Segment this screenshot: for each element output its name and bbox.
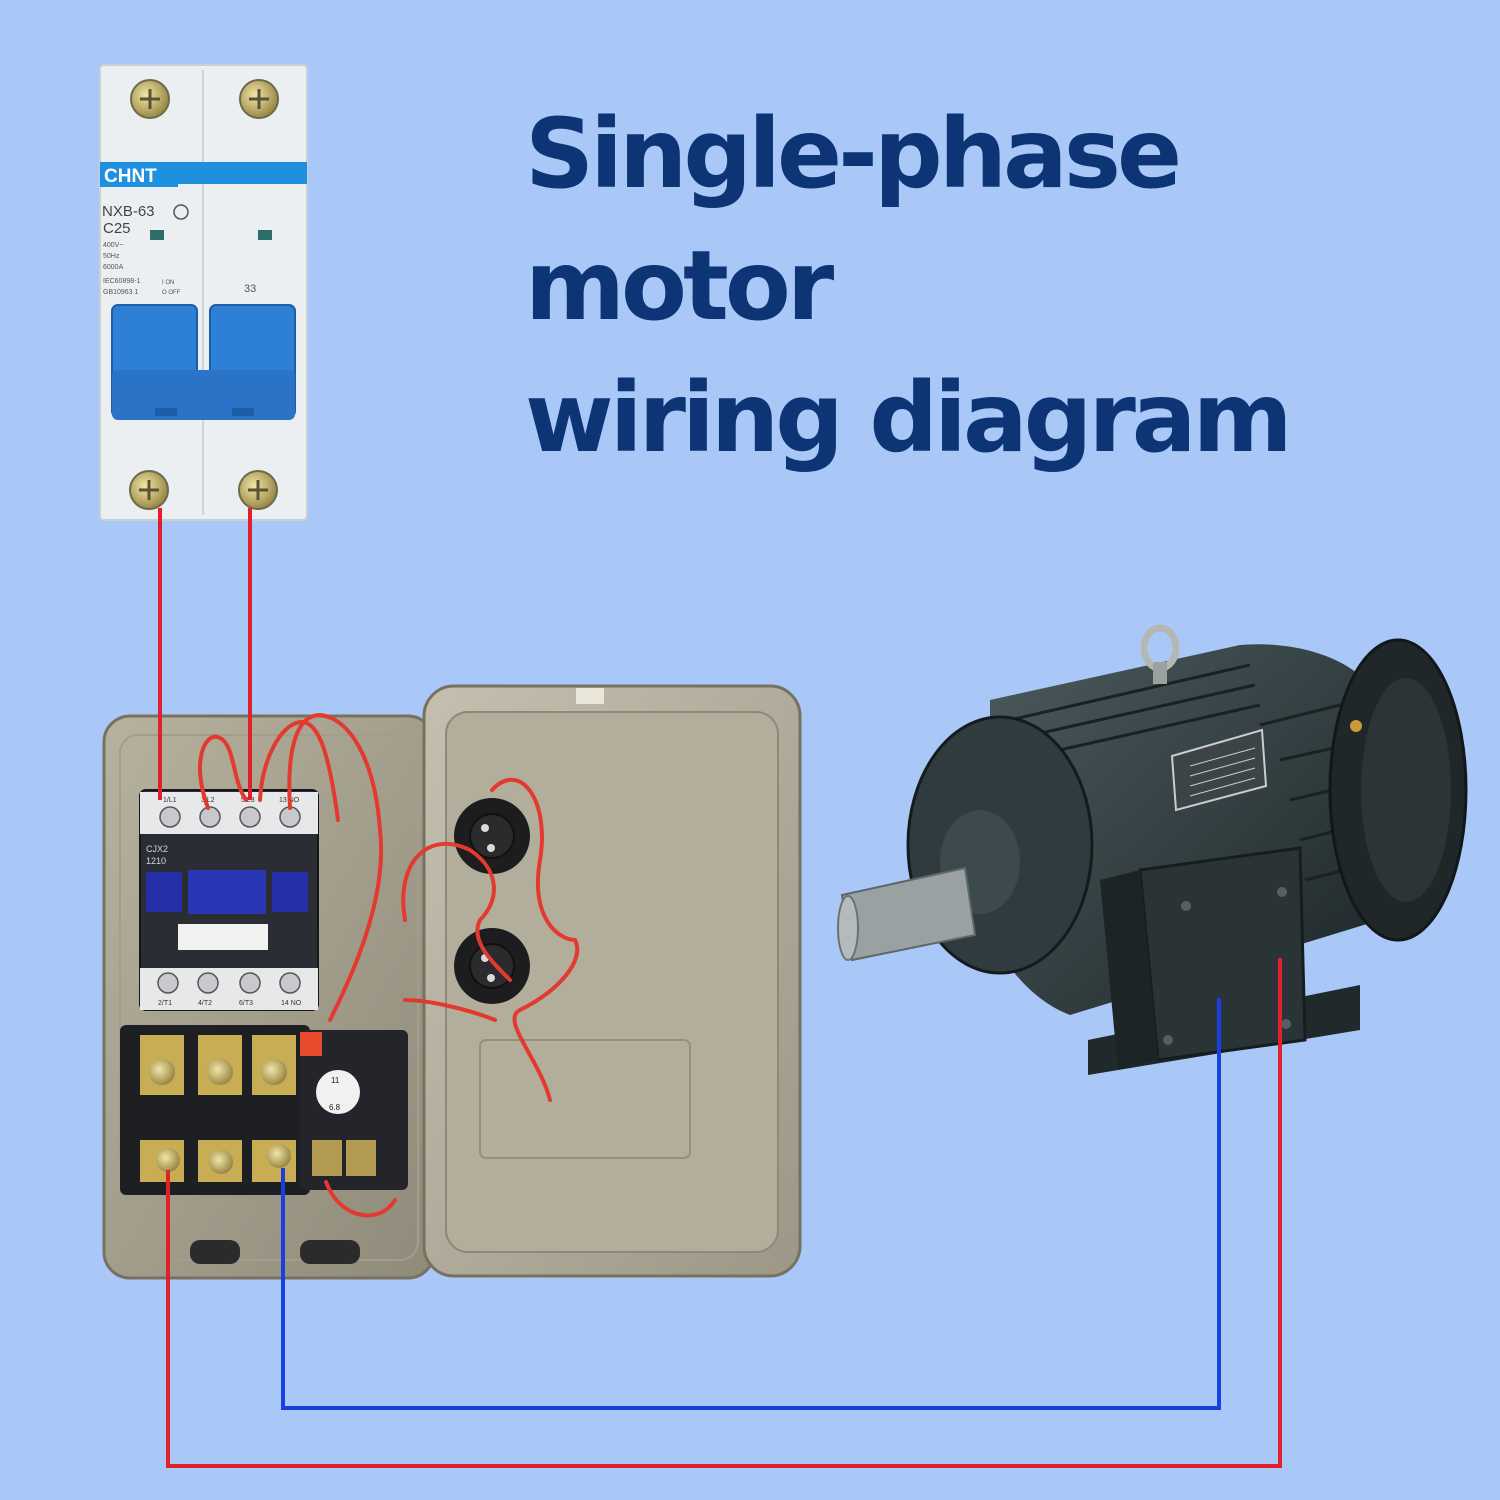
terminal-label-t3: 6/T3 <box>239 1000 253 1007</box>
contactor-armature <box>188 870 266 914</box>
cable-gland-right <box>300 1240 360 1264</box>
breaker-standard-2: GB10963.1 <box>103 289 139 296</box>
wire-live-to-motor <box>166 958 1282 1468</box>
title-line-2: wiring diagram <box>525 362 1293 474</box>
breaker-indicator-left <box>150 230 164 240</box>
terminal-label-t1: 2/T1 <box>158 1000 172 1007</box>
breaker-standard-1: IEC60898-1 <box>103 278 140 285</box>
terminal-label-14no: 14 NO <box>281 1000 302 1007</box>
breaker-rating: C25 <box>103 220 131 237</box>
cable-gland-left <box>190 1240 240 1264</box>
breaker-spec-capacity: 6000A <box>103 264 124 271</box>
contactor: 1/L1 3/L2 5/L3 13 NO CJX2 1210 2/T1 4/T2… <box>139 789 319 1011</box>
relay-dial-bottom: 6.8 <box>329 1103 341 1112</box>
breaker-off-label: O OFF <box>162 290 181 296</box>
relay-dial-top: 11 <box>331 1076 340 1085</box>
contactor-window-right <box>272 872 308 912</box>
relay-lower-lugs <box>140 1140 376 1182</box>
overload-relay: 11 6.8 <box>120 1025 408 1195</box>
electric-motor <box>837 624 1468 1075</box>
breaker-on-label: I ON <box>162 280 174 286</box>
contactor-label-plate <box>178 924 268 950</box>
contactor-number: 1210 <box>146 856 166 866</box>
breaker-brand: CHNT <box>104 166 157 187</box>
start-button <box>454 798 530 874</box>
motor-nameplate <box>1170 728 1268 812</box>
contactor-model: CJX2 <box>146 844 168 854</box>
relay-current-dial <box>316 1070 360 1114</box>
page-title: Single-phase motor wiring diagram <box>525 88 1485 484</box>
external-wiring <box>158 508 1282 1468</box>
relay-upper-lugs <box>140 1035 296 1095</box>
ccc-mark-icon <box>173 204 189 220</box>
enclosure-lid <box>422 684 802 1278</box>
breaker-model: NXB-63 <box>102 203 155 220</box>
terminal-label-t2: 4/T2 <box>198 1000 212 1007</box>
contactor-window-left <box>146 872 182 912</box>
terminal-label-l1: 1/L1 <box>163 797 177 804</box>
wire-neutral-to-motor <box>281 998 1221 1410</box>
contactor-bottom-terminals: 2/T1 4/T2 6/T3 14 NO <box>157 972 302 1007</box>
circuit-breaker: CHNT NXB-63 C25 400V~ 50Hz 6000A IEC6089… <box>99 64 308 521</box>
terminal-label-l2: 3/L2 <box>201 797 215 804</box>
ground-screw-icon <box>1350 720 1362 732</box>
starter-enclosure: 1/L1 3/L2 5/L3 13 NO CJX2 1210 2/T1 4/T2… <box>102 714 436 1280</box>
breaker-indicator-right <box>258 230 272 240</box>
breaker-spec-frequency: 50Hz <box>103 253 120 260</box>
title-line-1: Single-phase motor <box>525 98 1182 342</box>
breaker-pole-mark: 33 <box>244 283 256 295</box>
lid-latch <box>576 688 604 704</box>
internal-control-wires <box>198 712 580 1218</box>
breaker-spec-voltage: 400V~ <box>103 242 123 249</box>
stop-button <box>454 928 530 1004</box>
relay-reset-button <box>300 1032 322 1056</box>
